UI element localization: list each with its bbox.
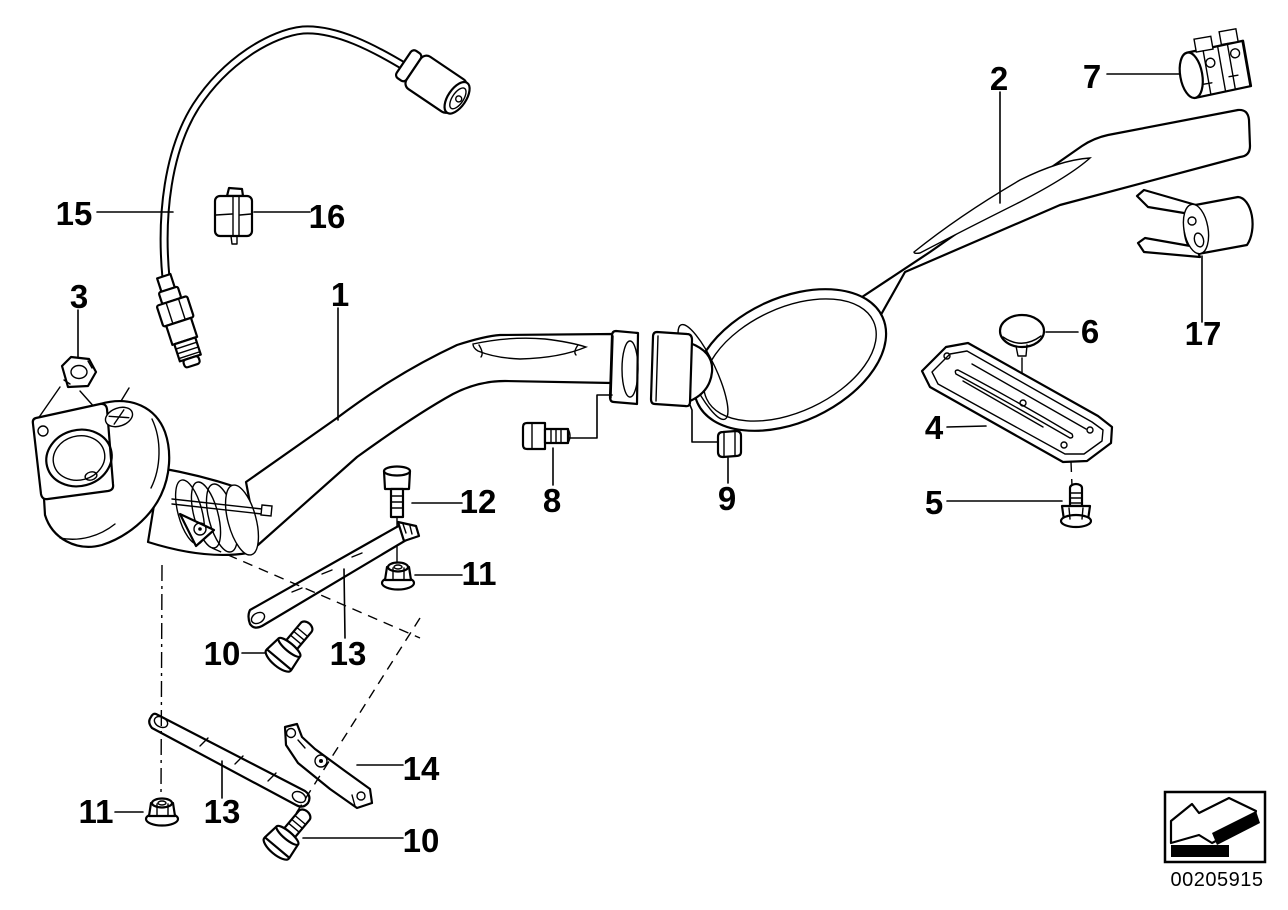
callout-label-3[interactable]: 3 xyxy=(70,278,88,315)
flange-joint-drawing xyxy=(608,329,640,406)
callout-label-14[interactable]: 14 xyxy=(403,750,440,787)
callout-label-11[interactable]: 11 xyxy=(462,555,497,592)
callout-label-15[interactable]: 15 xyxy=(56,195,93,232)
heat-shield-drawing xyxy=(920,341,1114,487)
callout-label-12[interactable]: 12 xyxy=(460,483,497,520)
callout-label-1[interactable]: 1 xyxy=(331,276,349,313)
oxygen-sensor-body-drawing xyxy=(156,272,202,369)
oxygen-sensor-cable-drawing xyxy=(111,25,471,418)
callout-label-11b[interactable]: 11 xyxy=(79,793,114,830)
tail-pipe-drawing xyxy=(851,108,1252,322)
callout-label-4[interactable]: 4 xyxy=(925,409,944,446)
sensor-port-drawing xyxy=(104,406,134,428)
callout-label-13b[interactable]: 13 xyxy=(204,793,241,830)
hex-bolt-drawing-12 xyxy=(382,465,412,563)
shield-screw-drawing xyxy=(1059,482,1093,529)
callout-label-6[interactable]: 6 xyxy=(1081,313,1099,350)
screw-drawing-10-upper xyxy=(261,612,323,677)
hex-bolt-drawing-8 xyxy=(521,421,571,451)
callout-label-10b[interactable]: 10 xyxy=(403,822,440,859)
sensor-connector-drawing xyxy=(394,49,471,115)
callout-label-17[interactable]: 17 xyxy=(1185,315,1222,352)
support-bracket-drawing-13-upper xyxy=(247,520,421,629)
callout-label-5[interactable]: 5 xyxy=(925,484,943,521)
callout-leader-lines xyxy=(77,73,1203,839)
callout-labels: 1 2 3 4 5 6 7 8 9 10 10 11 11 12 13 13 1… xyxy=(56,58,1222,859)
callout-label-9[interactable]: 9 xyxy=(718,480,736,517)
callout-label-8[interactable]: 8 xyxy=(543,482,561,519)
callout-label-10[interactable]: 10 xyxy=(204,635,241,672)
callout-label-7[interactable]: 7 xyxy=(1083,58,1101,95)
rear-catalytic-converter-drawing xyxy=(649,288,888,432)
nav-arrow-box[interactable] xyxy=(1163,790,1267,864)
flange-nut-drawing-11-lower xyxy=(144,797,180,827)
screw-drawing-10-lower xyxy=(259,800,321,865)
rubber-mounting-drawing xyxy=(1135,188,1254,259)
support-bracket-drawing-13-lower xyxy=(148,712,311,808)
hex-nut-drawing-9 xyxy=(716,429,743,459)
pipe-clamp-drawing xyxy=(1178,28,1253,100)
drawing-number: 00205915 xyxy=(1171,869,1264,891)
callout-label-16[interactable]: 16 xyxy=(309,198,346,235)
callout-label-2[interactable]: 2 xyxy=(990,60,1008,97)
support-bracket-drawing-14 xyxy=(283,722,374,810)
cable-clip-drawing xyxy=(213,186,254,245)
pipe-reinforcement-slot xyxy=(472,337,589,360)
front-catalytic-converter-drawing xyxy=(31,400,273,557)
nav-arrow-icon xyxy=(1169,796,1260,857)
pipe-reinforcement-slot xyxy=(913,157,1092,255)
flange-nut-drawing-11-upper xyxy=(380,561,416,591)
cap-drawing xyxy=(998,313,1046,402)
callout-label-13[interactable]: 13 xyxy=(330,635,367,672)
sensor-nut-drawing xyxy=(34,355,105,424)
assembly-reference-lines xyxy=(160,547,421,816)
